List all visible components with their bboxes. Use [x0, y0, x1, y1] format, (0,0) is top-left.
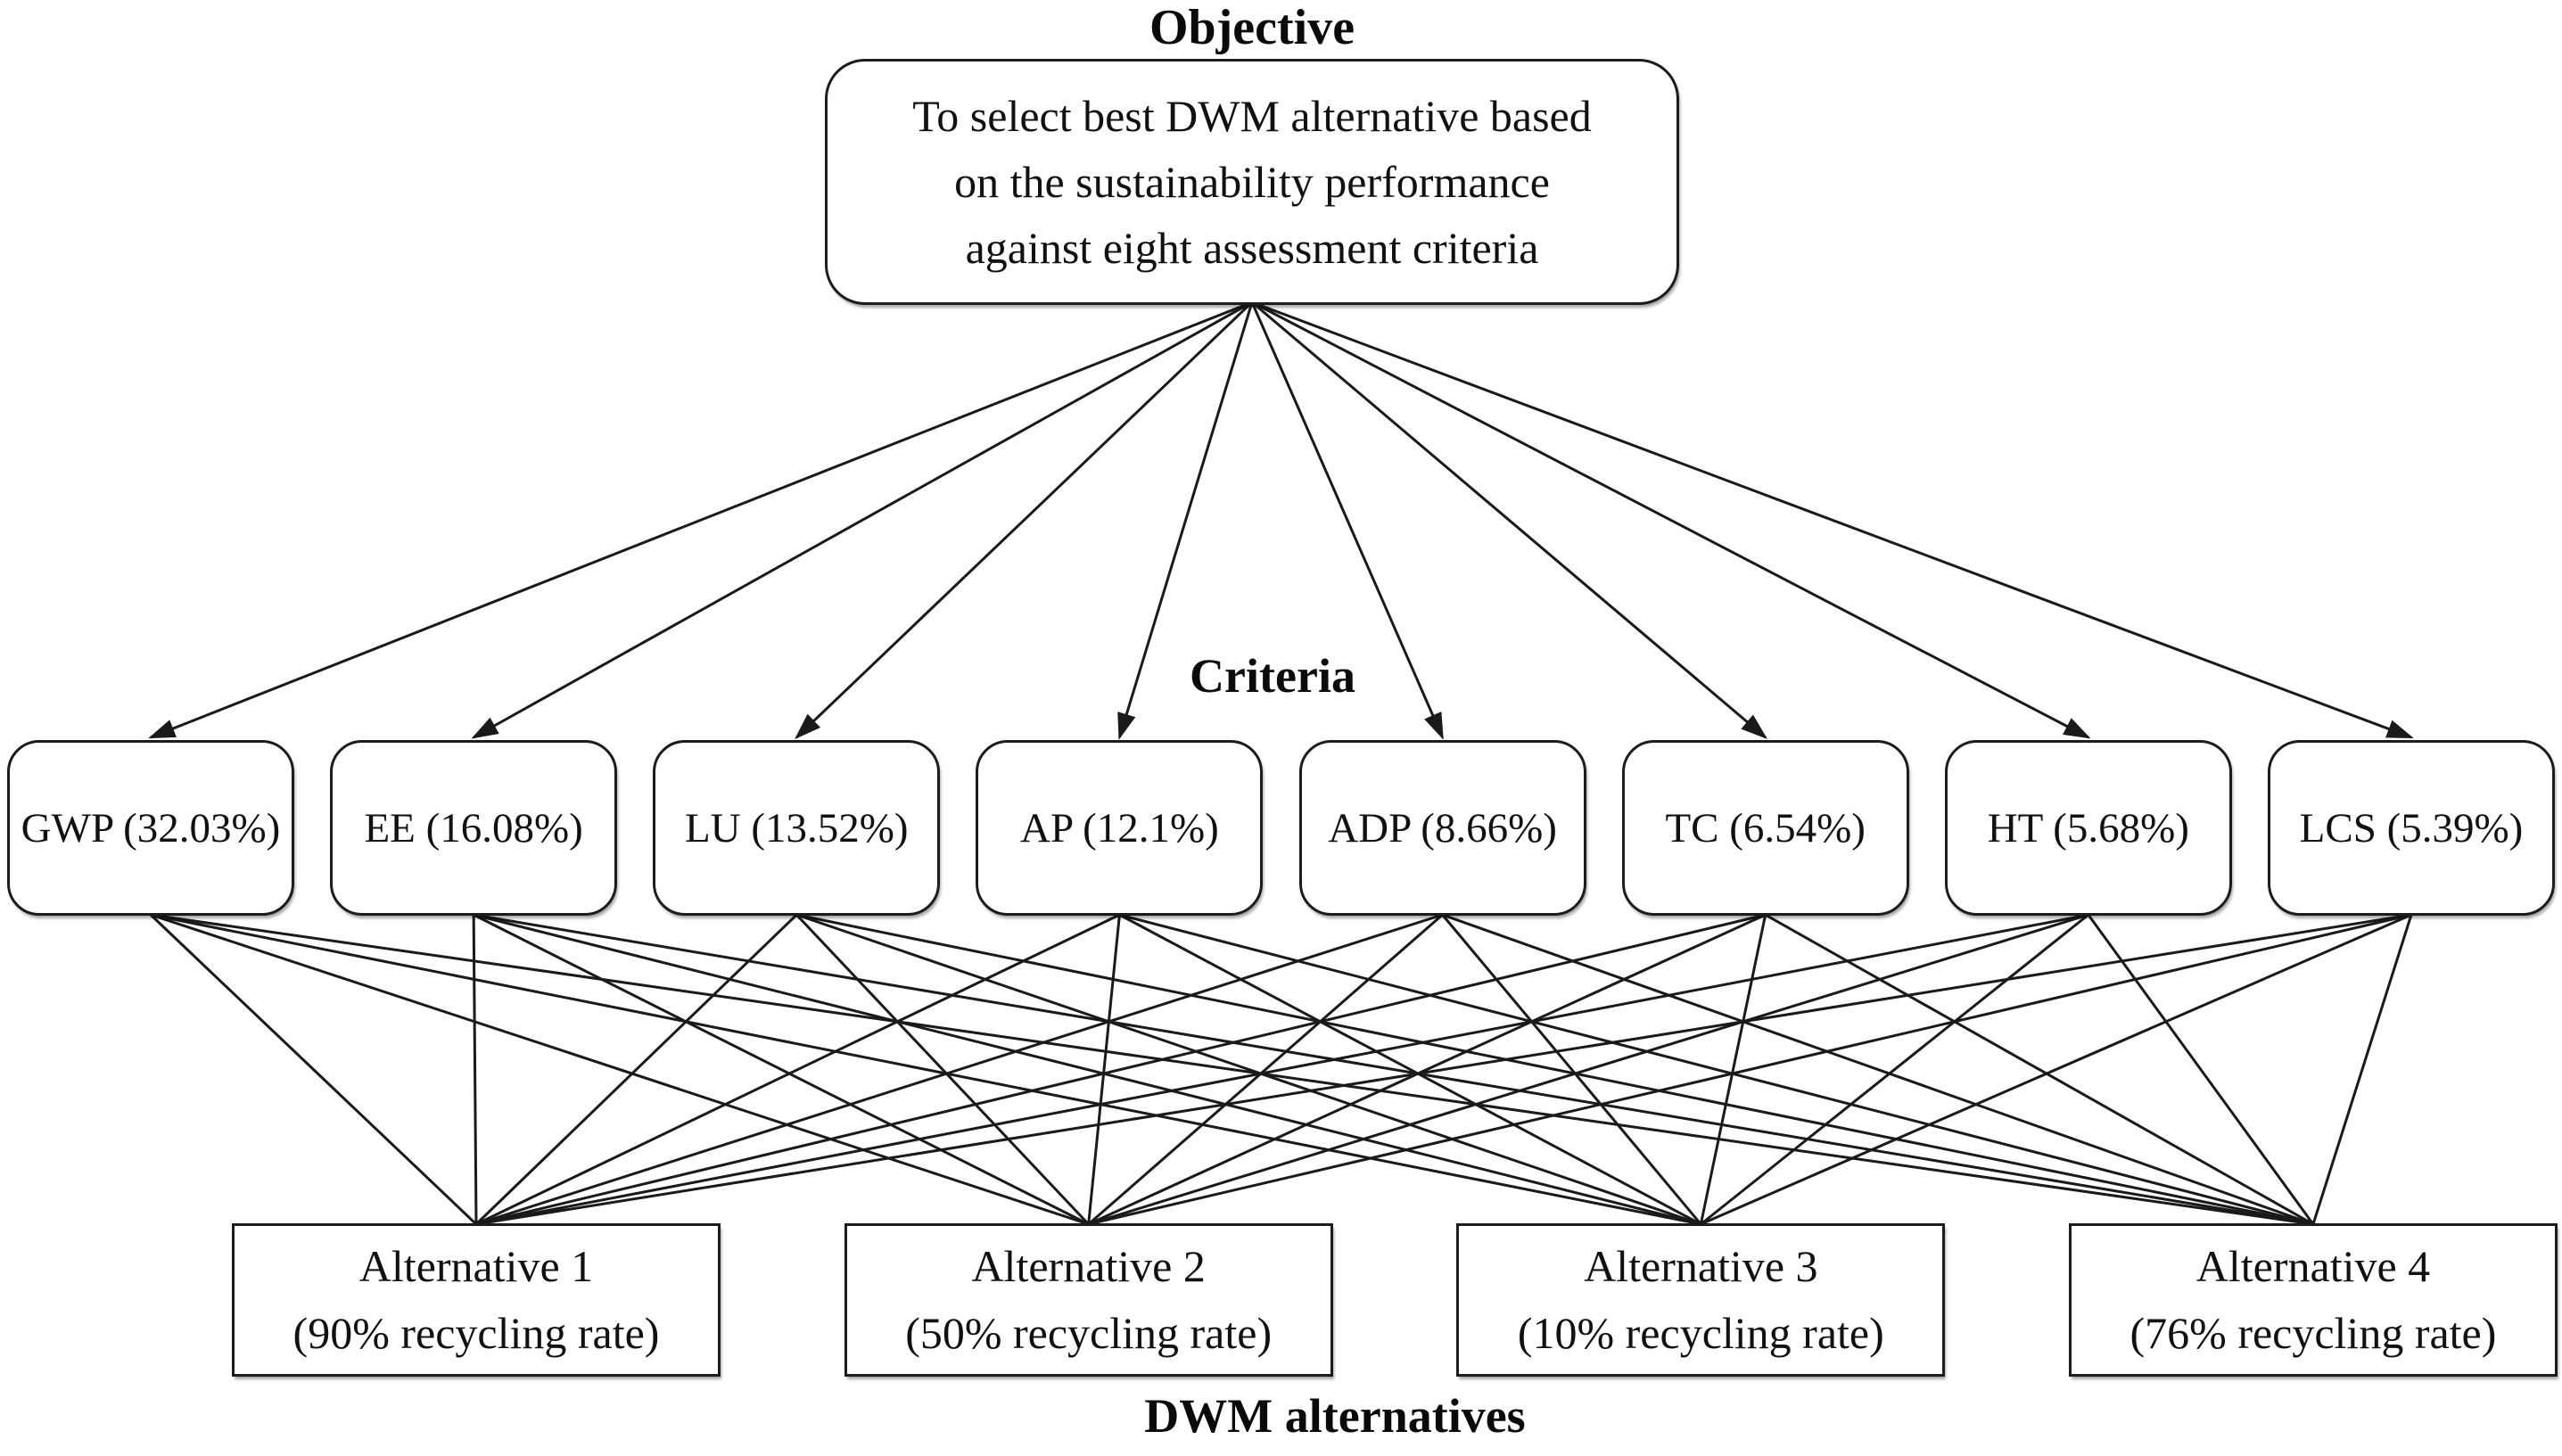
alternative-detail: (76% recycling rate) [2130, 1308, 2497, 1358]
criteria-alternative-line [1119, 913, 2314, 1226]
criteria-alternative-line [472, 914, 478, 1225]
criteria-alternative-line [795, 913, 2314, 1226]
criteria-box: TC (6.54%) [1621, 740, 1909, 916]
criteria-alternative-line [1699, 914, 1767, 1225]
alternative-name: Alternative 3 [1584, 1241, 1818, 1291]
objective-text-line: To select best DWM alternative based [912, 91, 1592, 141]
criteria-alternative-line [795, 913, 1701, 1226]
criteria-alternative-line [1442, 913, 2314, 1226]
criteria-alternative-line [475, 913, 2412, 1226]
objective-box: To select best DWM alternative based on t… [825, 59, 1679, 305]
criteria-label: HT (5.68%) [1987, 804, 2189, 851]
objective-criteria-arrow [1117, 301, 1254, 740]
alternatives-section-title: DWM alternatives [1144, 1389, 1526, 1443]
objective-text-line: on the sustainability performance [954, 157, 1550, 207]
alternative-box: Alternative 4 (76% recycling rate) [2068, 1223, 2558, 1377]
criteria-box: LU (13.52%) [653, 740, 941, 916]
criteria-alternative-line [149, 913, 478, 1226]
criteria-box: HT (5.68%) [1944, 740, 2232, 916]
alternative-name: Alternative 1 [358, 1241, 594, 1291]
criteria-label: AP (12.1%) [1020, 804, 1219, 851]
criteria-alternative-line [1118, 913, 1702, 1226]
alternative-detail: (10% recycling rate) [1517, 1308, 1884, 1358]
objective-text-line: against eight assessment criteria [965, 223, 1539, 273]
criteria-alternative-line [1700, 913, 2412, 1226]
criteria-label: LCS (5.39%) [2299, 804, 2524, 851]
objective-criteria-arrow [1251, 300, 2091, 739]
criteria-alternative-line [473, 913, 1090, 1226]
criteria-alternative-line [1441, 914, 1702, 1225]
objective-criteria-arrow [1251, 300, 1767, 739]
criteria-alternative-line [150, 913, 1090, 1226]
criteria-alternative-line [475, 913, 1121, 1226]
criteria-row: GWP (32.03%) EE (16.08%) LU (13.52%) AP (12… [7, 740, 2555, 916]
objective-section-title: Objective [1149, 0, 1355, 55]
criteria-alternative-line [1087, 913, 1444, 1226]
criteria-alternative-line [2087, 914, 2315, 1225]
criteria-alternative-line [1087, 914, 1121, 1225]
alternative-detail: (50% recycling rate) [905, 1308, 1273, 1358]
criteria-alternative-line [1088, 913, 2089, 1226]
alternative-box: Alternative 3 (10% recycling rate) [1456, 1223, 1946, 1377]
criteria-box: LCS (5.39%) [2267, 740, 2555, 916]
criteria-box: ADP (8.66%) [1298, 740, 1586, 916]
criteria-alternative-line [1764, 913, 2314, 1226]
criteria-box: GWP (32.03%) [7, 740, 294, 916]
criteria-label: TC (6.54%) [1665, 804, 1866, 851]
criteria-label: EE (16.08%) [364, 804, 583, 851]
criteria-alternative-line [475, 913, 1767, 1226]
criteria-box: EE (16.08%) [330, 740, 618, 916]
criteria-label: LU (13.52%) [684, 804, 909, 851]
criteria-alternative-line [150, 913, 2314, 1226]
objective-criteria-arrow [795, 300, 1254, 740]
criteria-alternative-line [2311, 914, 2413, 1225]
alternative-box: Alternative 1 (90% recycling rate) [232, 1223, 721, 1377]
criteria-alternative-line [473, 913, 2314, 1226]
alternative-name: Alternative 4 [2195, 1241, 2431, 1291]
criteria-label: ADP (8.66%) [1328, 804, 1557, 851]
alternative-name: Alternative 2 [971, 1241, 1206, 1291]
objective-criteria-arrow [1250, 301, 1444, 740]
criteria-label: GWP (32.03%) [21, 804, 281, 851]
criteria-alternative-line [473, 913, 1701, 1226]
criteria-alternative-line [1088, 913, 1767, 1226]
criteria-alternative-line [475, 913, 2089, 1226]
criteria-alternative-line [474, 913, 798, 1226]
criteria-box: AP (12.1%) [976, 740, 1264, 916]
criteria-alternative-line [795, 913, 1090, 1226]
alternative-detail: (90% recycling rate) [292, 1308, 660, 1358]
criteria-alternative-line [1700, 913, 2089, 1226]
objective-criteria-arrow [471, 300, 1253, 739]
objective-criteria-arrow [1251, 300, 2414, 739]
criteria-section-title: Criteria [1190, 649, 1355, 703]
criteria-alternative-line [1088, 913, 2412, 1226]
alternative-box: Alternative 2 (50% recycling rate) [844, 1223, 1333, 1377]
alternatives-row: Alternative 1(90% recycling rate)Alterna… [232, 1223, 2558, 1377]
objective-criteria-arrow [148, 300, 1253, 739]
criteria-alternative-line [150, 913, 1701, 1226]
criteria-alternative-line [475, 913, 1444, 1226]
